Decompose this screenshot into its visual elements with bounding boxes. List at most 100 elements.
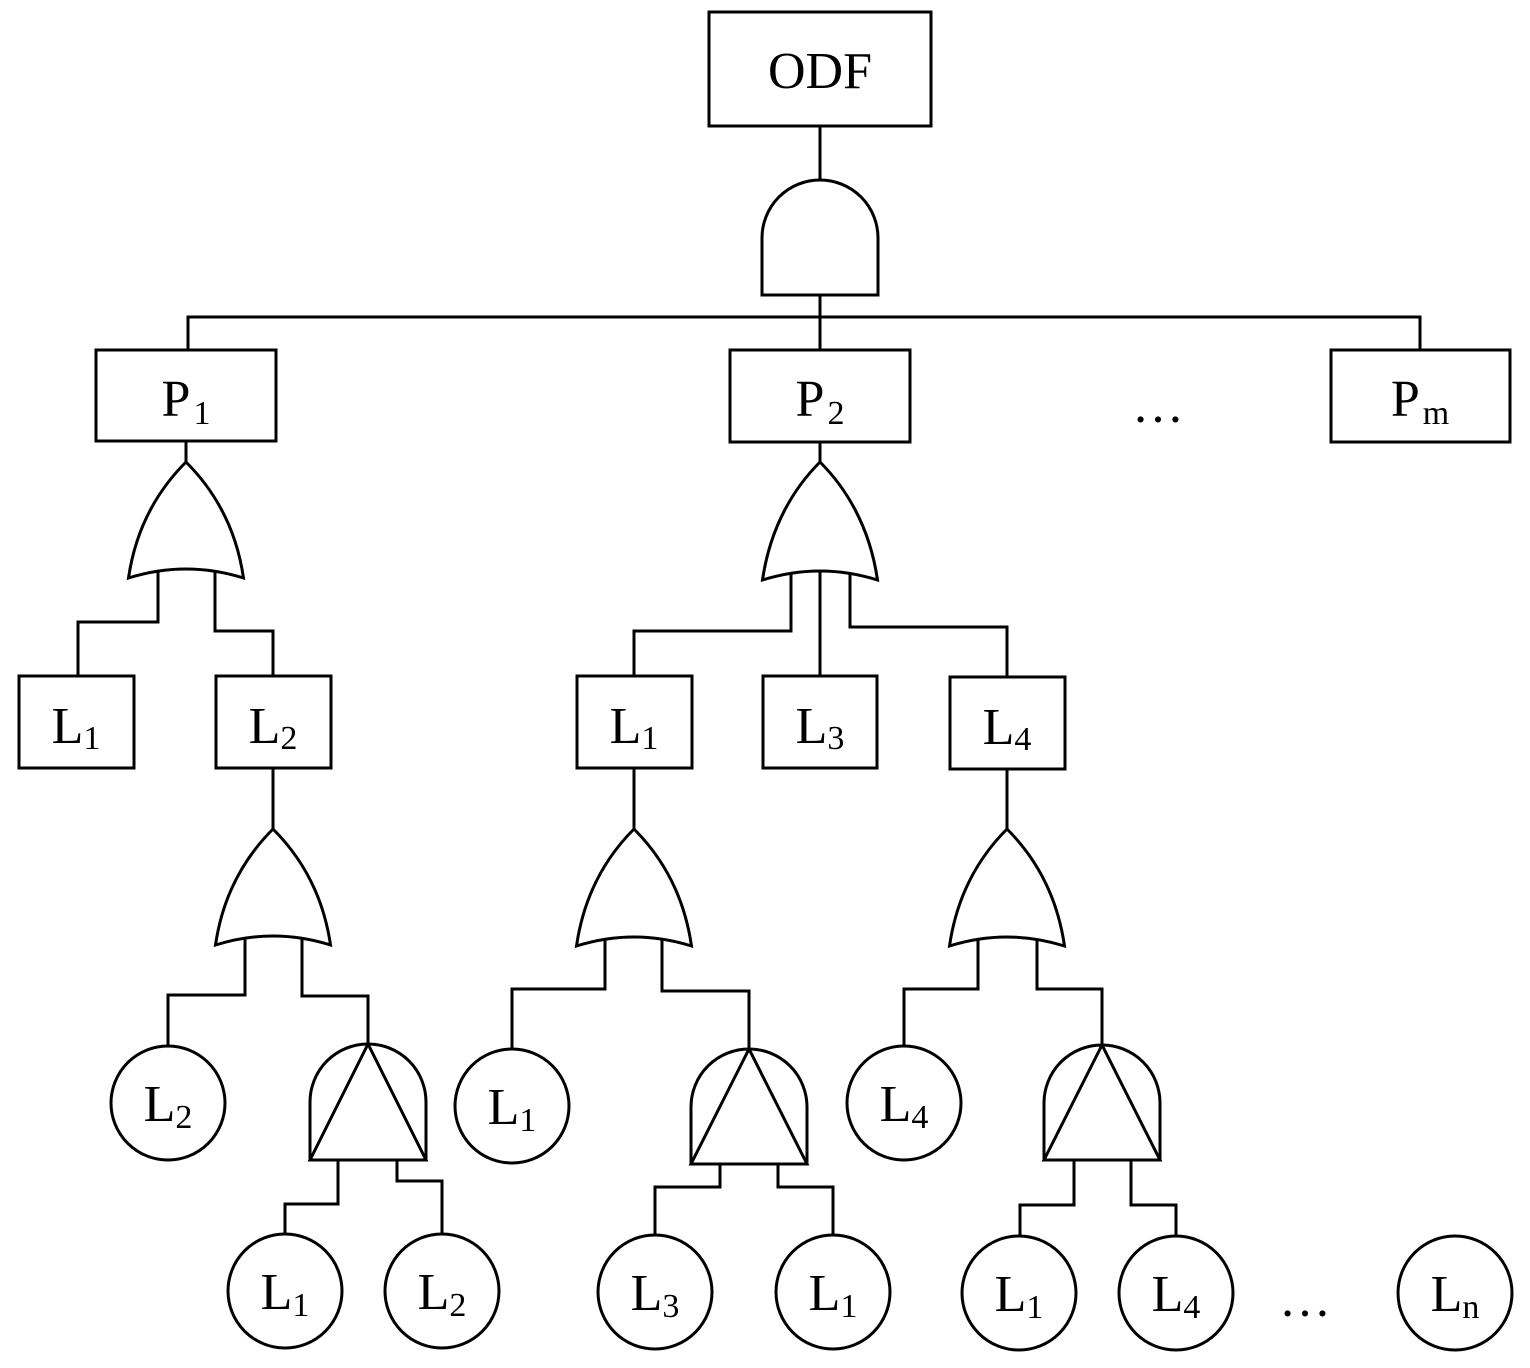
basic-event-l1: L1	[226, 1232, 344, 1350]
connector	[848, 555, 1009, 677]
event-box-l4: L4	[948, 675, 1067, 771]
event-label: L3	[796, 698, 845, 757]
connector	[1035, 925, 1104, 1045]
event-rect	[17, 674, 136, 770]
label-base: L	[52, 698, 84, 755]
event-circle	[453, 1047, 571, 1165]
label-subscript: 2	[827, 395, 844, 432]
label-subscript: 2	[449, 1287, 466, 1324]
triangle-mark	[307, 1040, 429, 1162]
label-base: L	[144, 1076, 176, 1133]
event-box-p2: P2	[728, 348, 912, 444]
gate-outline	[308, 1042, 428, 1162]
bottom-ellipsis: …	[1279, 1271, 1331, 1328]
event-circle	[596, 1233, 714, 1351]
event-rect	[214, 674, 333, 770]
event-box-p1: P1	[94, 348, 278, 443]
label-base: L	[995, 1266, 1027, 1323]
basic-event-l1: L1	[774, 1233, 892, 1351]
event-box-l2: L2	[214, 674, 333, 770]
label-subscript: 4	[1183, 1289, 1200, 1326]
label-subscript: 2	[175, 1099, 192, 1136]
connector	[1129, 1160, 1178, 1236]
event-label: L2	[144, 1076, 193, 1136]
event-label: L1	[52, 698, 101, 757]
label-subscript: 1	[519, 1102, 536, 1139]
top-event-box: ODF	[707, 10, 933, 128]
event-label: L1	[610, 698, 659, 757]
event-label: L4	[983, 699, 1032, 758]
connector	[166, 925, 247, 1046]
and-gate	[760, 178, 880, 297]
connector	[902, 925, 980, 1046]
event-rect	[707, 10, 933, 128]
event-label: P1	[162, 371, 211, 432]
basic-event-l3: L3	[596, 1233, 714, 1351]
label-subscript: 2	[280, 720, 297, 757]
basic-event-ln: Ln	[1396, 1234, 1514, 1352]
event-circle	[774, 1233, 892, 1351]
connector	[186, 315, 1422, 350]
event-rect	[761, 674, 879, 770]
event-box-l1: L1	[17, 674, 136, 770]
gates	[126, 178, 1163, 1166]
triangle-mark	[1041, 1041, 1163, 1162]
basic-event-l1: L1	[453, 1047, 571, 1165]
event-label: L1	[995, 1266, 1044, 1326]
label-subscript: m	[1423, 395, 1449, 432]
label-base: L	[610, 698, 642, 755]
label-subscript: 4	[1014, 721, 1031, 758]
basic-event-l4: L4	[1117, 1234, 1235, 1352]
event-circle	[960, 1234, 1078, 1352]
basic-event-l2: L2	[109, 1044, 227, 1162]
event-label: L1	[809, 1265, 858, 1325]
event-label: L4	[880, 1076, 929, 1136]
connector	[283, 1160, 340, 1234]
label-subscript: 1	[1026, 1289, 1043, 1326]
label-base: L	[880, 1076, 912, 1133]
label-subscript: 1	[292, 1287, 309, 1324]
basic-event-l4: L4	[845, 1044, 963, 1162]
event-rect	[1329, 348, 1512, 444]
basic-event-l2: L2	[383, 1232, 501, 1350]
event-circle	[109, 1044, 227, 1162]
connector	[1018, 1160, 1076, 1236]
event-box-l1: L1	[575, 674, 694, 770]
label-base: L	[809, 1265, 841, 1322]
event-label: L2	[249, 698, 298, 757]
label-subscript: n	[1462, 1289, 1479, 1326]
connector	[660, 925, 751, 1049]
event-label: Ln	[1431, 1266, 1480, 1326]
label-subscript: 1	[193, 395, 210, 432]
label-base: L	[1152, 1266, 1184, 1323]
label-base: L	[261, 1264, 293, 1321]
and-gate-with-triangle	[307, 1040, 429, 1162]
and-gate-with-triangle	[688, 1045, 810, 1166]
or-gate	[947, 826, 1067, 949]
event-circle	[226, 1232, 344, 1350]
gate-outline	[689, 1047, 809, 1166]
or-gate	[213, 826, 333, 948]
or-gate	[126, 459, 246, 581]
connector	[300, 925, 370, 1044]
label-subscript: 1	[83, 720, 100, 757]
or-gate	[574, 826, 694, 949]
and-gate-with-triangle	[1041, 1041, 1163, 1162]
connector	[510, 925, 607, 1049]
or-gate	[760, 459, 880, 583]
connector	[632, 555, 793, 676]
label-base: L	[631, 1265, 663, 1322]
event-label: L3	[631, 1265, 680, 1325]
basic-event-l1: L1	[960, 1234, 1078, 1352]
label-subscript: 3	[827, 720, 844, 757]
label-base: P	[796, 371, 825, 428]
event-box-pm: Pm	[1329, 348, 1512, 444]
event-circle	[1117, 1234, 1235, 1352]
event-label: Pm	[1391, 371, 1449, 432]
connector	[213, 555, 275, 676]
label-subscript: 1	[641, 720, 658, 757]
label-base: P	[1391, 371, 1420, 428]
label-base: L	[249, 698, 281, 755]
label-base: L	[418, 1264, 450, 1321]
